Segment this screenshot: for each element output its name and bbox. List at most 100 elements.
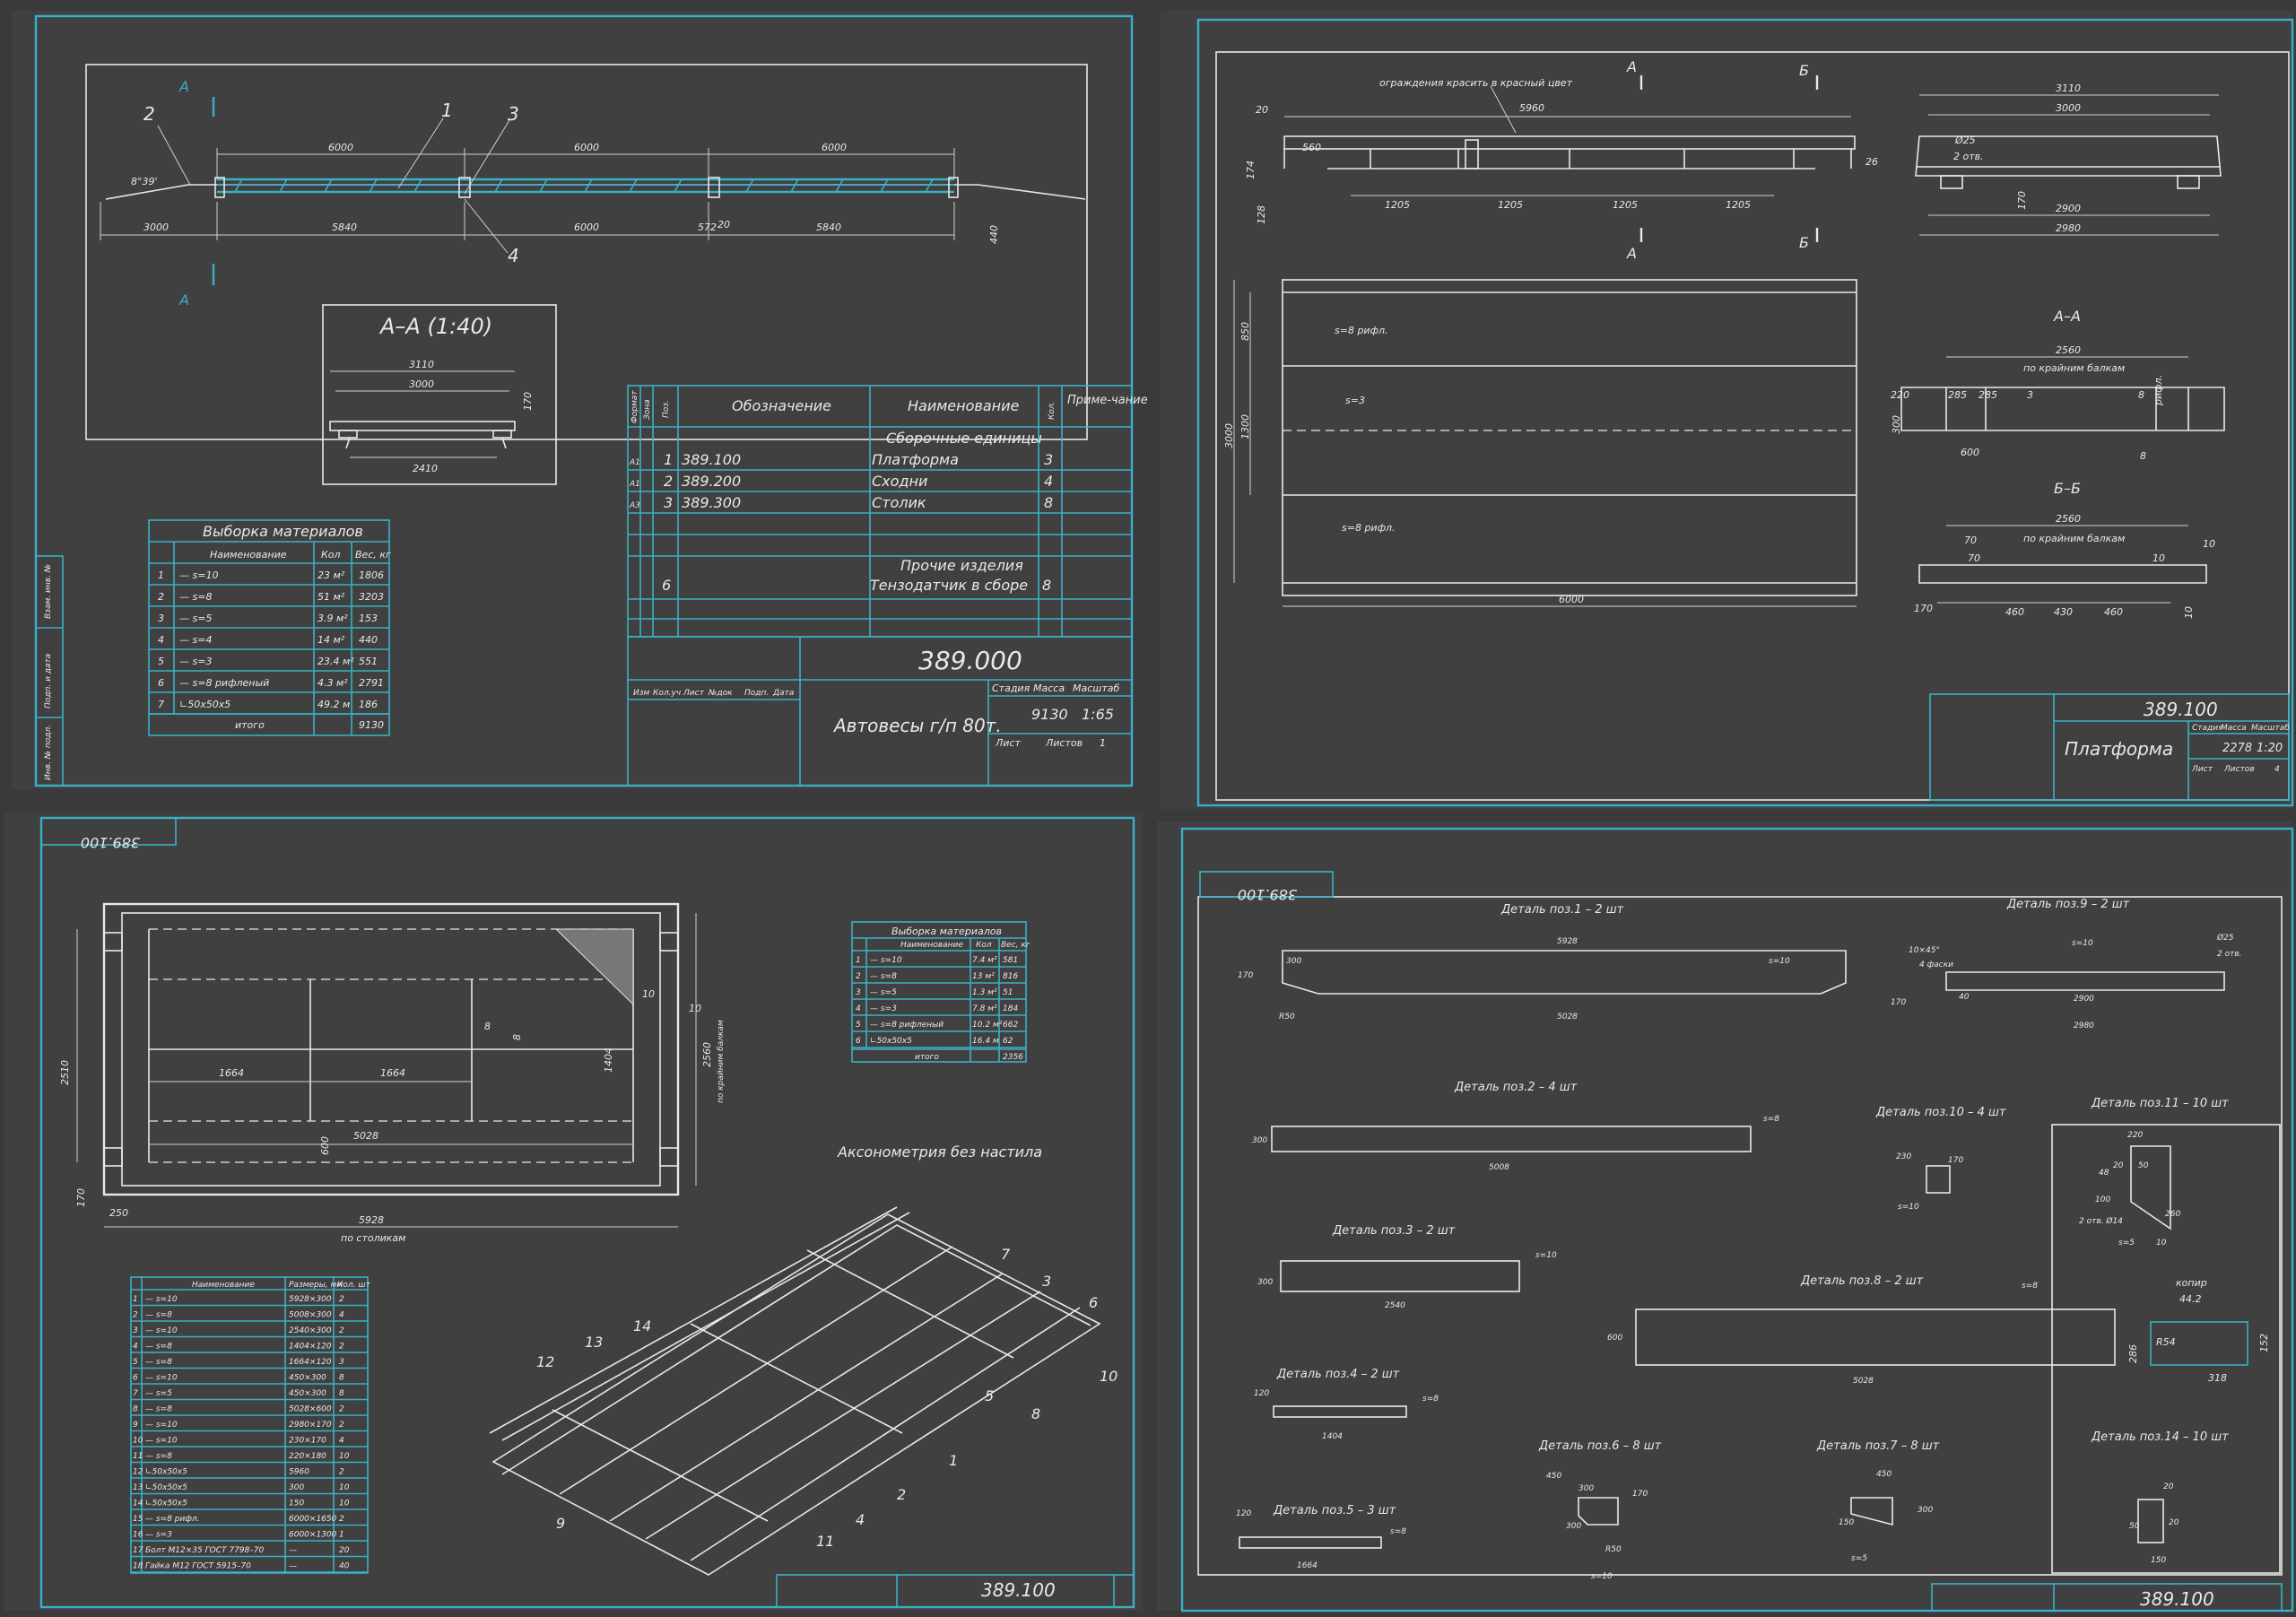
table-cell: 8 (133, 1405, 138, 1414)
part-dim: 220 (2127, 1131, 2143, 1140)
table-cell: 1664×120 (289, 1358, 332, 1367)
dim-label: 10 (689, 1003, 701, 1014)
table-cell: 16.4 м (972, 1037, 999, 1046)
table-cell: — s=8 (145, 1405, 172, 1414)
table-cell: — s=8 (145, 1358, 172, 1367)
part-title: Деталь поз.1 – 2 шт (1500, 903, 1624, 917)
table-cell: 2980×170 (289, 1421, 332, 1430)
section-title: А–А (1:40) (378, 314, 492, 339)
part-dim: 2980 (2074, 1021, 2094, 1030)
table-cell: 14 м² (317, 634, 345, 646)
part-dim: 170 (1891, 998, 1906, 1007)
part-dim: s=10 (1591, 1572, 1613, 1581)
stamp-title: Автовесы г/п 80т. (832, 715, 1002, 736)
stamp-title: Платформа (2065, 738, 2173, 760)
stamp-label: №док (708, 689, 733, 698)
table-cell: 13 м² (972, 972, 995, 981)
table-cell: 220×180 (289, 1452, 326, 1461)
stamp-label: Лист (995, 737, 1021, 749)
table-cell: 5 (856, 1021, 861, 1030)
callout: 14 (633, 1317, 651, 1334)
note: ограждения красить в красный цвет (1379, 77, 1573, 89)
part-title: Деталь поз.8 – 2 шт (1800, 1274, 1924, 1288)
dim-label: 6000 (822, 142, 847, 153)
table-cell: 10 (339, 1500, 350, 1508)
plan-label: s=8 рифл. (1342, 522, 1396, 534)
dim-label: 2410 (413, 463, 438, 474)
dim-label: 26 (1866, 156, 1878, 168)
table-cell: 6 (133, 1374, 138, 1383)
top-tab: 389.100 (1238, 886, 1297, 903)
stamp-label: Масса (1033, 682, 1065, 694)
dim-label: 10 (642, 988, 655, 1000)
part-dim: 5928 (1557, 937, 1578, 946)
stamp-label: Масса (2221, 724, 2247, 733)
table-cell: — s=8 (179, 591, 212, 603)
table-header: Наименование (210, 549, 287, 561)
table-cell: 23 м² (317, 569, 345, 581)
top-tab: 389.100 (81, 834, 140, 851)
table-cell: 2 (339, 1295, 344, 1304)
table-cell: 300 (289, 1483, 304, 1492)
table-cell: — s=8 рифленый (179, 677, 269, 689)
table-cell: 1.3 м² (972, 988, 997, 997)
table-cell: — s=10 (179, 569, 218, 581)
part-dim: 170 (1632, 1490, 1648, 1499)
table-cell: 4 (339, 1311, 344, 1320)
part-dim: s=5 (1851, 1554, 1867, 1563)
table-cell: 14 (133, 1500, 144, 1508)
table-header: Размеры, мм (289, 1281, 343, 1290)
part-dim: 20 (2163, 1482, 2174, 1491)
part-dim: 100 (2095, 1195, 2110, 1204)
table-cell: 13 (133, 1483, 144, 1492)
dim-label: 5840 (332, 222, 357, 233)
dim-label: 430 (2054, 606, 2073, 618)
callout: 3 (1042, 1273, 1051, 1290)
stamp-code: 389.100 (2144, 699, 2218, 720)
dim-label: 8 (511, 1034, 523, 1040)
table-cell: 3 (339, 1358, 344, 1367)
table-cell: 1404×120 (289, 1343, 332, 1352)
dim-label: 285 (1948, 389, 1967, 401)
section-mark: А (1626, 58, 1637, 75)
table-cell: 7 (133, 1389, 138, 1398)
table-cell: 2 (339, 1343, 344, 1352)
part-dim: 10×45° (1909, 946, 1940, 955)
table-cell: 10 (133, 1437, 144, 1446)
dim-label: 3000 (1223, 423, 1235, 448)
spec-pos: 6 (662, 577, 671, 594)
stamp-label: Листов (2223, 765, 2255, 774)
part-dim: 1404 (1322, 1432, 1343, 1441)
spec-name: Тензодатчик в сборе (870, 577, 1028, 594)
table-header: Приме-чание (1067, 394, 1148, 407)
part-dim: s=10 (1769, 957, 1790, 966)
table-cell: 230×170 (289, 1437, 326, 1446)
stamp-label: Кол.уч (653, 689, 681, 698)
table-cell: 51 (1003, 988, 1013, 997)
dim-label: 174 (1245, 161, 1257, 179)
part-dim: 40 (1959, 993, 1970, 1002)
table-cell: — s=8 (145, 1343, 172, 1352)
table-cell: ∟50х50х5 (145, 1500, 187, 1508)
table-cell: — s=5 (145, 1389, 172, 1398)
table-cell: 5008×300 (289, 1311, 332, 1320)
dim-label: 220 (1891, 389, 1909, 401)
dim-label: 460 (2104, 606, 2123, 618)
table-cell: — s=3 (179, 656, 212, 667)
dim-label: 2510 (59, 1060, 71, 1085)
dim-label: 600 (319, 1136, 331, 1155)
table-cell: 186 (359, 699, 378, 710)
table-header: Вес, кг (1001, 941, 1031, 950)
sheet-3-frame: 389.100 2510 2560 по крайним балкам 1664… (4, 813, 1143, 1611)
table-cell: — s=10 (145, 1374, 178, 1383)
dim-label: 3000 (409, 378, 434, 390)
table-cell: 150 (289, 1500, 304, 1508)
kopir-label: 44.2 (2179, 1293, 2202, 1305)
dim-label: по крайним балкам (2023, 533, 2125, 544)
table-cell: 2 (339, 1421, 344, 1430)
part-dim: 300 (1566, 1522, 1581, 1531)
table-cell: — s=10 (870, 956, 902, 965)
dim-label: 5028 (353, 1130, 378, 1142)
dim-label: 170 (2016, 191, 2028, 210)
table-cell: — s=10 (145, 1326, 178, 1335)
